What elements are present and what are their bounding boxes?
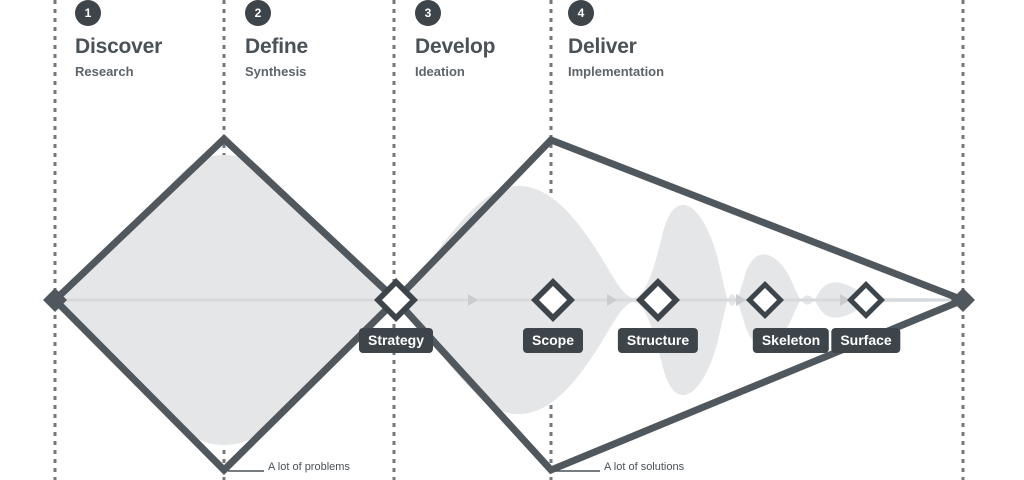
axis-arrow-1 bbox=[468, 294, 478, 306]
annotation-solutions: A lot of solutions bbox=[604, 461, 685, 473]
phase-title-develop: Develop bbox=[415, 35, 496, 58]
marker-skeleton bbox=[746, 281, 784, 319]
phase-number-badge-3: 3 bbox=[415, 0, 441, 26]
marker-strategy bbox=[374, 278, 418, 322]
phase-number-badge-2: 2 bbox=[245, 0, 271, 26]
vertex-nodes bbox=[43, 288, 975, 312]
end-node bbox=[951, 288, 975, 312]
marker-surface bbox=[847, 281, 885, 319]
element-label-scope[interactable]: Scope bbox=[522, 328, 584, 353]
marker-structure bbox=[636, 278, 680, 322]
axis-arrow-3 bbox=[736, 294, 746, 306]
axis-arrow-2 bbox=[607, 294, 617, 306]
start-node bbox=[43, 288, 67, 312]
phase-subtitle-develop: Ideation bbox=[415, 64, 465, 79]
phase-title-deliver: Deliver bbox=[568, 35, 637, 58]
phase-title-discover: Discover bbox=[75, 35, 163, 58]
phase-number-badge-4: 4 bbox=[568, 0, 594, 26]
phase-number-badge-1: 1 bbox=[75, 0, 101, 26]
marker-scope bbox=[531, 278, 575, 322]
phase-title-define: Define bbox=[245, 35, 308, 58]
annotation-problems: A lot of problems bbox=[268, 461, 350, 473]
element-markers bbox=[374, 278, 885, 322]
element-label-structure[interactable]: Structure bbox=[617, 328, 699, 353]
phase-subtitle-deliver: Implementation bbox=[568, 64, 665, 79]
phase-subtitle-define: Synthesis bbox=[245, 64, 307, 79]
element-label-strategy[interactable]: Strategy bbox=[358, 328, 434, 353]
phase-subtitle-discover: Research bbox=[75, 64, 134, 79]
center-axis bbox=[55, 294, 963, 306]
element-label-surface[interactable]: Surface bbox=[831, 328, 901, 353]
axis-arrow-4 bbox=[840, 294, 850, 306]
element-label-skeleton[interactable]: Skeleton bbox=[752, 328, 830, 353]
